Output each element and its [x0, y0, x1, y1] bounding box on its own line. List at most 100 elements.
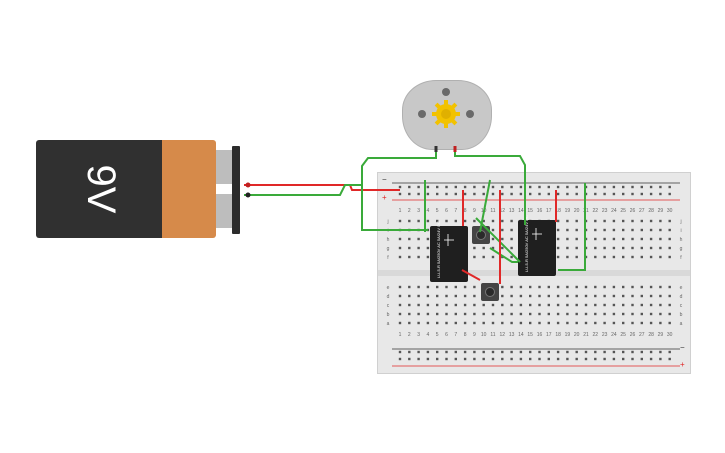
breadboard-hole[interactable] [501, 357, 504, 361]
breadboard-hole[interactable] [445, 192, 448, 196]
breadboard-hole[interactable] [426, 321, 430, 325]
breadboard-hole[interactable] [473, 285, 476, 289]
breadboard-hole[interactable] [575, 219, 578, 223]
breadboard-hole[interactable] [408, 192, 411, 196]
breadboard-hole[interactable] [463, 303, 467, 307]
breadboard-hole[interactable] [556, 192, 560, 196]
breadboard-hole[interactable] [659, 255, 662, 259]
breadboard-hole[interactable] [566, 185, 569, 189]
breadboard-hole[interactable] [668, 255, 671, 259]
breadboard-hole[interactable] [547, 303, 550, 307]
breadboard-hole[interactable] [436, 192, 439, 196]
breadboard-hole[interactable] [640, 228, 643, 232]
breadboard-hole[interactable] [398, 228, 402, 232]
breadboard-hole[interactable] [622, 312, 625, 316]
breadboard-hole[interactable] [519, 303, 523, 307]
breadboard-hole[interactable] [426, 294, 430, 298]
breadboard-hole[interactable] [594, 357, 597, 361]
breadboard-hole[interactable] [556, 246, 560, 250]
breadboard-hole[interactable] [454, 312, 457, 316]
breadboard-hole[interactable] [463, 294, 467, 298]
breadboard-hole[interactable] [584, 219, 588, 223]
breadboard-hole[interactable] [510, 255, 513, 259]
breadboard-hole[interactable] [649, 237, 653, 241]
breadboard-hole[interactable] [510, 350, 513, 354]
breadboard-hole[interactable] [659, 228, 662, 232]
breadboard-hole[interactable] [556, 219, 560, 223]
breadboard-hole[interactable] [436, 185, 439, 189]
breadboard-hole[interactable] [594, 350, 597, 354]
breadboard-hole[interactable] [649, 228, 653, 232]
breadboard-hole[interactable] [622, 246, 625, 250]
breadboard-hole[interactable] [612, 312, 616, 316]
breadboard-hole[interactable] [640, 312, 643, 316]
breadboard-hole[interactable] [594, 219, 597, 223]
breadboard-hole[interactable] [668, 303, 671, 307]
breadboard-hole[interactable] [649, 303, 653, 307]
breadboard-hole[interactable] [622, 357, 625, 361]
breadboard-hole[interactable] [436, 285, 439, 289]
breadboard-hole[interactable] [408, 294, 411, 298]
breadboard-hole[interactable] [603, 350, 606, 354]
breadboard-hole[interactable] [631, 219, 634, 223]
breadboard-hole[interactable] [491, 357, 495, 361]
breadboard-hole[interactable] [501, 185, 504, 189]
breadboard-hole[interactable] [398, 357, 402, 361]
breadboard-hole[interactable] [426, 246, 430, 250]
breadboard-hole[interactable] [594, 192, 597, 196]
breadboard-hole[interactable] [584, 255, 588, 259]
breadboard-hole[interactable] [631, 303, 634, 307]
breadboard-hole[interactable] [529, 294, 532, 298]
breadboard-hole[interactable] [417, 350, 420, 354]
battery-terminal-positive[interactable] [216, 150, 232, 184]
breadboard-hole[interactable] [445, 185, 448, 189]
breadboard-hole[interactable] [501, 321, 504, 325]
breadboard-hole[interactable] [417, 321, 420, 325]
breadboard-hole[interactable] [491, 303, 495, 307]
breadboard-hole[interactable] [510, 357, 513, 361]
breadboard-hole[interactable] [510, 228, 513, 232]
breadboard-hole[interactable] [463, 312, 467, 316]
breadboard-hole[interactable] [659, 303, 662, 307]
breadboard-hole[interactable] [584, 294, 588, 298]
breadboard-hole[interactable] [436, 294, 439, 298]
breadboard-hole[interactable] [398, 246, 402, 250]
breadboard-hole[interactable] [491, 192, 495, 196]
breadboard-hole[interactable] [622, 219, 625, 223]
breadboard-hole[interactable] [668, 294, 671, 298]
breadboard-hole[interactable] [547, 357, 550, 361]
breadboard-hole[interactable] [594, 303, 597, 307]
breadboard-hole[interactable] [482, 303, 485, 307]
breadboard-hole[interactable] [491, 237, 495, 241]
breadboard-hole[interactable] [575, 312, 578, 316]
breadboard-hole[interactable] [668, 312, 671, 316]
breadboard-hole[interactable] [556, 294, 560, 298]
breadboard-hole[interactable] [584, 192, 588, 196]
breadboard-hole[interactable] [659, 246, 662, 250]
breadboard-hole[interactable] [538, 294, 541, 298]
breadboard-hole[interactable] [668, 350, 671, 354]
breadboard-hole[interactable] [622, 303, 625, 307]
breadboard-hole[interactable] [640, 357, 643, 361]
breadboard-hole[interactable] [398, 219, 402, 223]
breadboard-hole[interactable] [482, 185, 485, 189]
breadboard-hole[interactable] [501, 192, 504, 196]
breadboard-hole[interactable] [659, 357, 662, 361]
breadboard-hole[interactable] [491, 219, 495, 223]
breadboard-hole[interactable] [501, 237, 504, 241]
breadboard-hole[interactable] [603, 246, 606, 250]
breadboard-hole[interactable] [473, 219, 476, 223]
breadboard-hole[interactable] [426, 312, 430, 316]
breadboard-hole[interactable] [454, 285, 457, 289]
breadboard-hole[interactable] [631, 357, 634, 361]
breadboard-hole[interactable] [436, 350, 439, 354]
breadboard-hole[interactable] [510, 185, 513, 189]
breadboard-hole[interactable] [594, 255, 597, 259]
breadboard-hole[interactable] [556, 312, 560, 316]
breadboard-hole[interactable] [529, 357, 532, 361]
breadboard-hole[interactable] [529, 303, 532, 307]
breadboard-hole[interactable] [603, 357, 606, 361]
breadboard-hole[interactable] [659, 321, 662, 325]
breadboard-hole[interactable] [398, 185, 402, 189]
breadboard-hole[interactable] [612, 192, 616, 196]
